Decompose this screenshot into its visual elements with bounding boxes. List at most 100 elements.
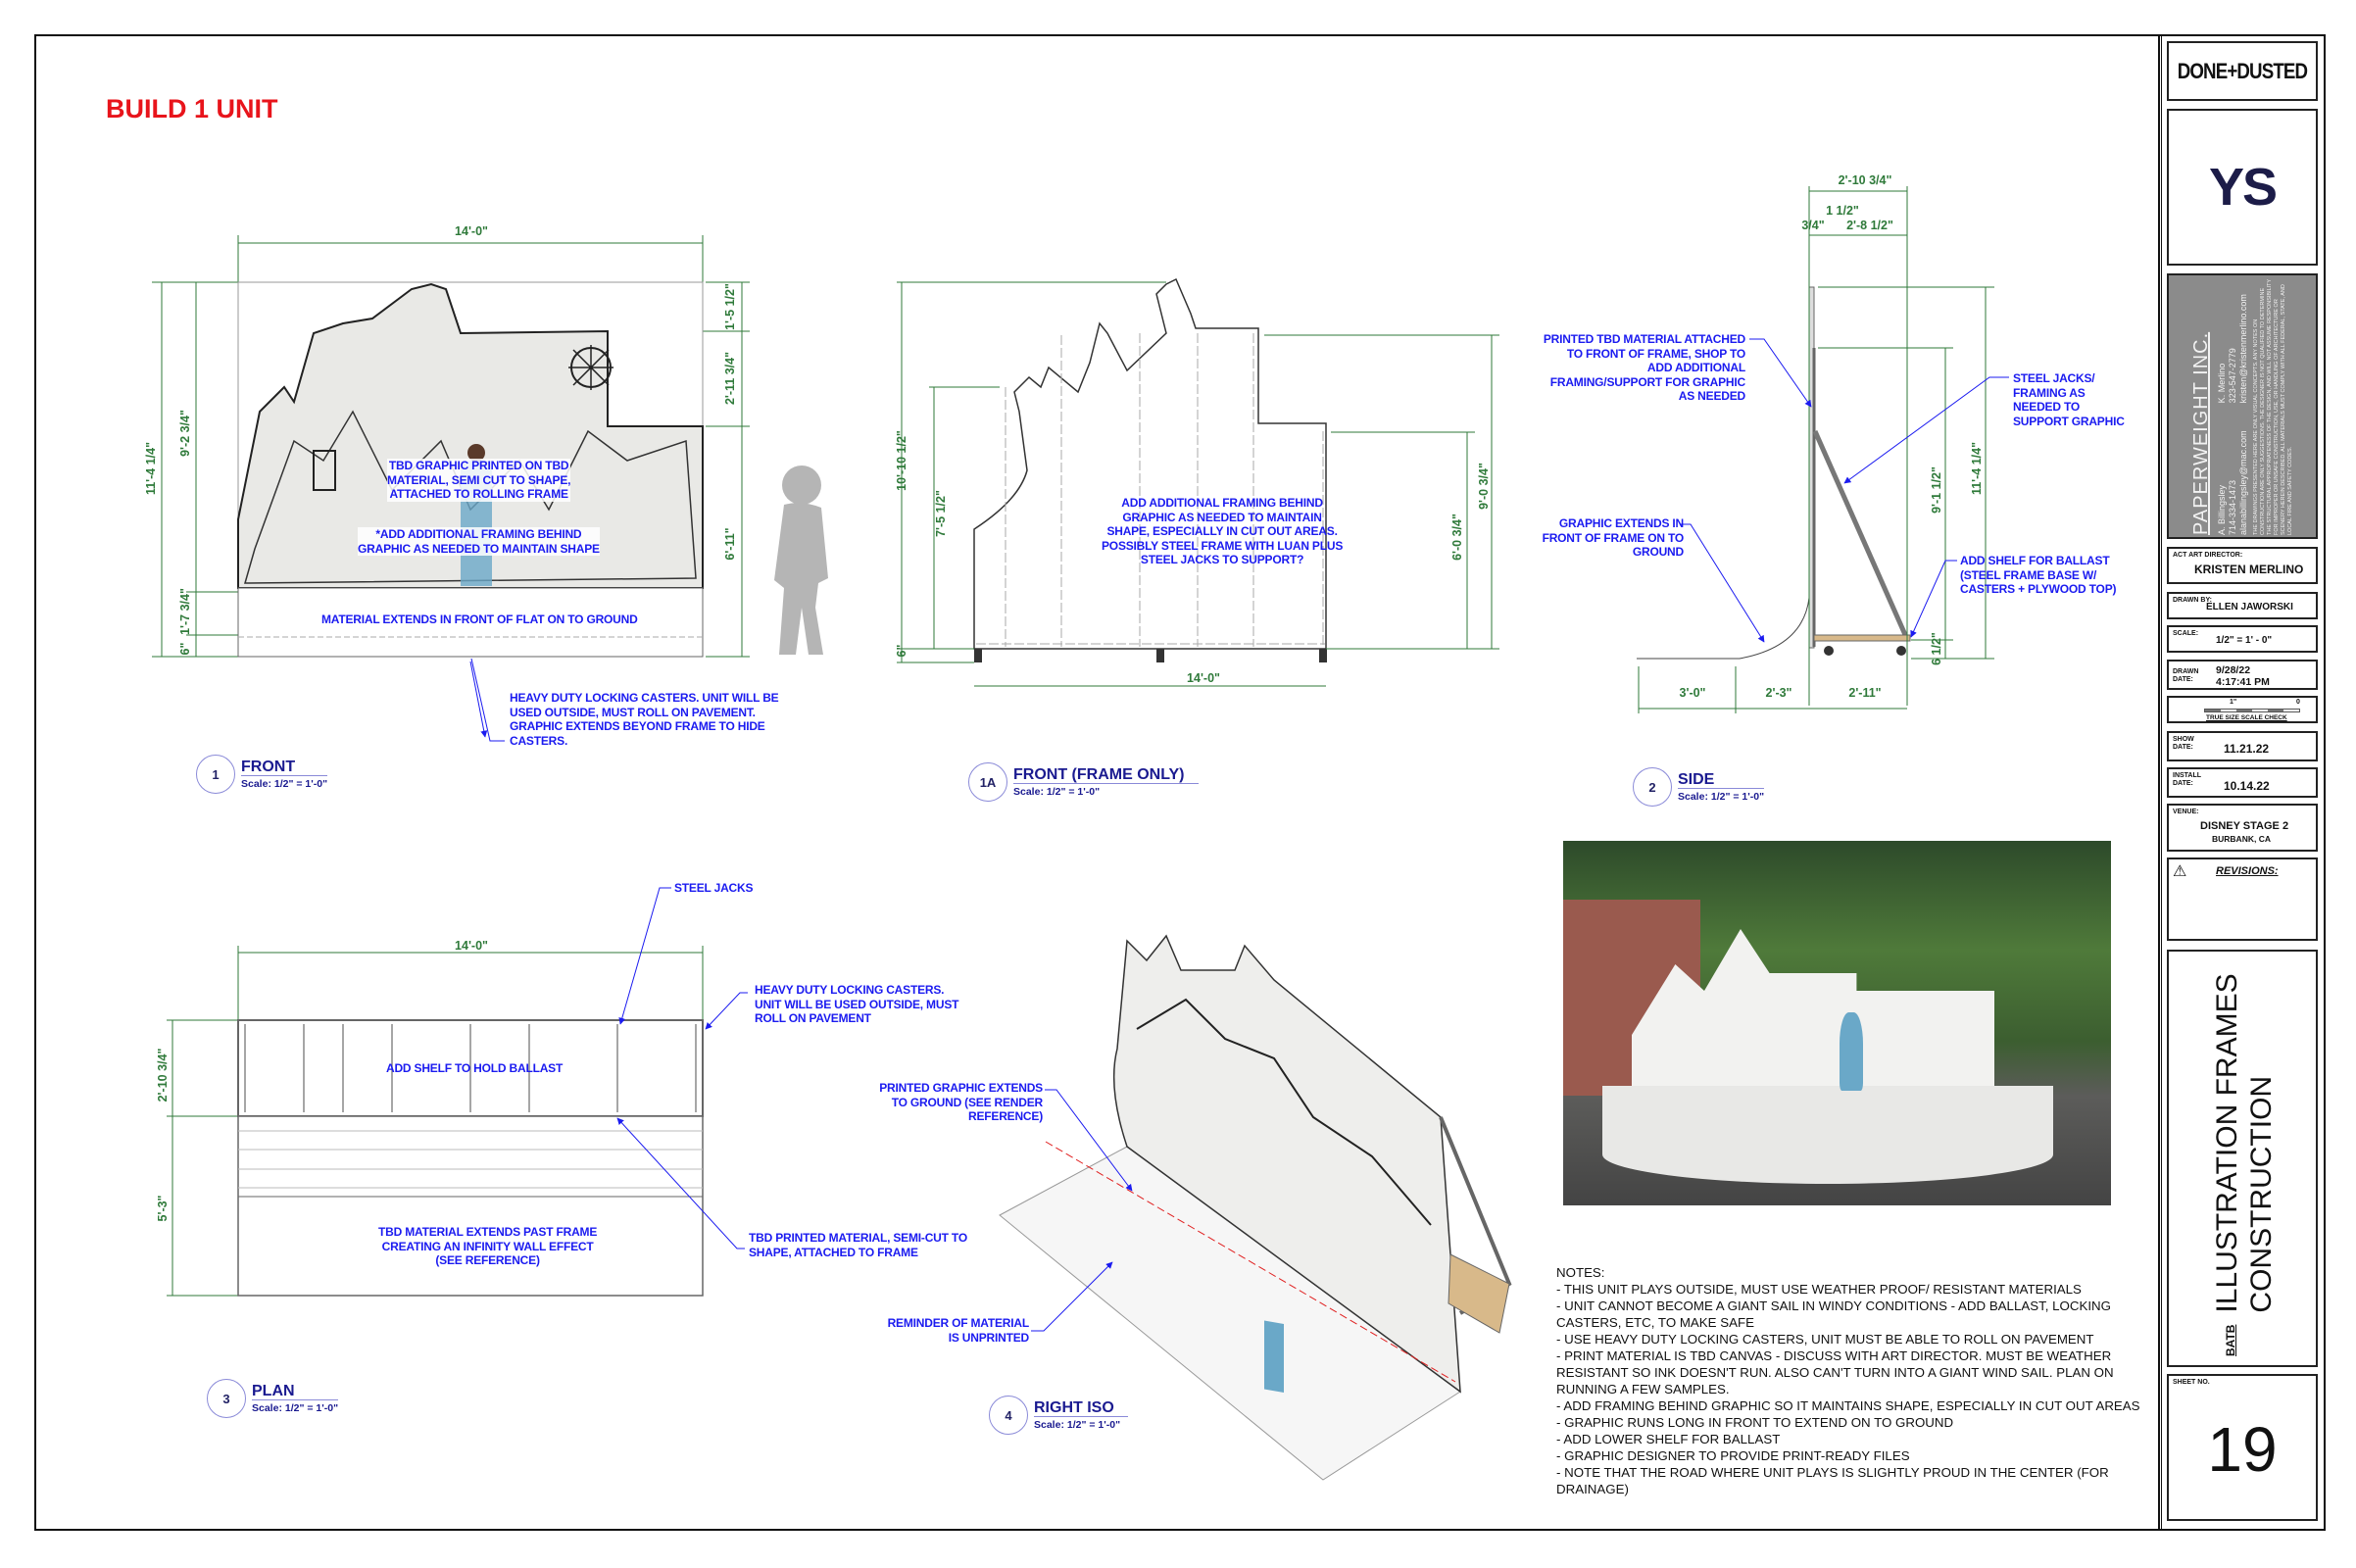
plan-note-casters: HEAVY DUTY LOCKING CASTERS. UNIT WILL BE…: [755, 983, 959, 1025]
side-dim-frame: 1 1/2": [1826, 204, 1859, 218]
contact-1-name: A. Billingsley: [2217, 484, 2227, 535]
front-dim-top-step: 1'-5 1/2": [723, 283, 737, 330]
warning-triangle-icon: ⚠: [2173, 863, 2187, 880]
side-dim-run-b: 2'-3": [1765, 686, 1792, 700]
frame-dim-caster: 6": [895, 644, 908, 658]
view-title: FRONT: [241, 759, 328, 776]
iso-note-unprinted: REMINDER OF MATERIAL IS UNPRINTED: [887, 1316, 1030, 1345]
plan-dim-width: 14'-0": [455, 939, 488, 953]
view-number: 1: [196, 755, 235, 794]
iso-note-extends: PRINTED GRAPHIC EXTENDS TO GROUND (SEE R…: [879, 1081, 1043, 1123]
scale-mark-1: 1": [2230, 699, 2237, 706]
field-label: ACT ART DIRECTOR:: [2173, 552, 2243, 559]
drawn-time-value: 4:17:41 PM: [2216, 676, 2270, 688]
note-item: - ADD FRAMING BEHIND GRAPHIC SO IT MAINT…: [1556, 1398, 2140, 1413]
side-dim-caster: 6 1/2": [1930, 632, 1943, 665]
plan-note-jacks: STEEL JACKS: [674, 881, 754, 895]
scale-check-label: TRUE SIZE SCALE CHECK: [2206, 714, 2287, 721]
plan-view-drawing: [167, 661, 748, 1297]
ys-logo-box: YS: [2167, 109, 2318, 266]
field-label: INSTALL DATE:: [2173, 772, 2202, 787]
field-label: DRAWN BY:: [2173, 597, 2212, 604]
plan-note-infinity: TBD MATERIAL EXTENDS PAST FRAME CREATING…: [378, 1225, 598, 1267]
view-number: 1A: [968, 762, 1007, 802]
front-note-framing: *ADD ADDITIONAL FRAMING BEHIND GRAPHIC A…: [358, 527, 600, 556]
drawn-date-box: DRAWN DATE: 9/28/22 4:17:41 PM: [2167, 660, 2318, 690]
contact-1-email: alanabillingsley@mac.com: [2238, 429, 2248, 535]
front-dim-width: 14'-0": [455, 224, 488, 238]
note-item: - NOTE THAT THE ROAD WHERE UNIT PLAYS IS…: [1556, 1465, 2109, 1496]
front-note-casters: HEAVY DUTY LOCKING CASTERS. UNIT WILL BE…: [510, 691, 779, 748]
side-dim-overall-height: 11'-4 1/4": [1970, 441, 1984, 496]
view-scale: Scale: 1/2" = 1'-0": [241, 778, 328, 790]
front-note-graphic: TBD GRAPHIC PRINTED ON TBD MATERIAL, SEM…: [387, 459, 571, 502]
plan-dim-ground-depth: 5'-3": [156, 1195, 170, 1222]
scale-check-bar: [2204, 709, 2300, 712]
note-item: - ADD LOWER SHELF FOR BALLAST: [1556, 1432, 1781, 1446]
front-view-drawing: [152, 235, 750, 658]
sheet-number: 19: [2207, 1414, 2278, 1485]
drawn-by-box: DRAWN BY: ELLEN JAWORSKI: [2167, 592, 2318, 619]
note-item: - USE HEAVY DUTY LOCKING CASTERS, UNIT M…: [1556, 1332, 2094, 1347]
sheet-header: BUILD 1 UNIT: [106, 94, 278, 123]
side-note-shelf: ADD SHELF FOR BALLAST (STEEL FRAME BASE …: [1960, 554, 2117, 596]
project-code: BATB: [2224, 1324, 2237, 1356]
view-title: FRONT (FRAME ONLY): [1013, 766, 1199, 784]
field-label: DRAWN DATE:: [2173, 668, 2199, 683]
sheet-number-box: SHEET NO. 19: [2167, 1374, 2318, 1521]
frame-dim-right-lower: 6'-0 3/4": [1450, 514, 1464, 561]
side-dim-jack-height: 9'-1 1/2": [1930, 466, 1943, 514]
view-scale: Scale: 1/2" = 1'-0": [1034, 1419, 1121, 1431]
note-item: - UNIT CANNOT BECOME A GIANT SAIL IN WIN…: [1556, 1298, 2111, 1330]
drawn-by-value: ELLEN JAWORSKI: [2206, 602, 2293, 612]
general-notes: NOTES: - THIS UNIT PLAYS OUTSIDE, MUST U…: [1556, 1264, 2144, 1497]
revisions-label: REVISIONS:: [2216, 865, 2279, 877]
side-dim-skin: 3/4": [1801, 219, 1825, 232]
field-label: SCALE:: [2173, 630, 2199, 637]
install-date-box: INSTALL DATE: 10.14.22: [2167, 767, 2318, 798]
view-title: RIGHT ISO: [1034, 1399, 1128, 1417]
scale-mark-0: 0: [2296, 699, 2300, 706]
side-view-drawing: [1637, 186, 2009, 713]
view-title: PLAN: [252, 1383, 339, 1400]
sheet-border: [34, 34, 2326, 1531]
front-dim-overall-height: 11'-4 1/4": [144, 441, 158, 496]
side-dim-run-c: 2'-11": [1848, 686, 1882, 700]
frame-dim-right-upper: 9'-0 3/4": [1477, 463, 1491, 510]
front-dim-graphic-height: 9'-2 3/4": [178, 410, 192, 457]
notes-heading: NOTES:: [1556, 1265, 1605, 1280]
venue-value: DISNEY STAGE 2: [2200, 820, 2289, 832]
front-dim-ground-run: 1'-7 3/4": [178, 588, 192, 635]
drawn-date-value: 9/28/22: [2216, 664, 2251, 676]
front-view-graphic: [237, 281, 704, 658]
frame-note: ADD ADDITIONAL FRAMING BEHIND GRAPHIC AS…: [1102, 496, 1344, 566]
view-scale: Scale: 1/2" = 1'-0": [252, 1402, 339, 1414]
contact-2-name: K. Merlino: [2217, 363, 2227, 403]
done-dusted-logo: DONE+DUSTED: [2177, 58, 2308, 83]
scale-value: 1/2" = 1' - 0": [2216, 635, 2273, 646]
contact-2-phone: 323-547-2779: [2228, 347, 2237, 403]
show-date-box: SHOW DATE: 11.21.22: [2167, 731, 2318, 761]
human-scale-silhouette: [774, 466, 828, 655]
frame-dim-left-height: 7'-5 1/2": [934, 490, 948, 537]
plan-dim-frame-depth: 2'-10 3/4": [156, 1048, 170, 1102]
contact-2-email: kristen@kristenmerlino.com: [2238, 293, 2248, 403]
venue-city: BURBANK, CA: [2212, 834, 2271, 844]
view-label-front: 1 FRONT Scale: 1/2" = 1'-0": [196, 755, 328, 794]
art-director-value: KRISTEN MERLINO: [2194, 563, 2304, 576]
render-reference-image: [1563, 841, 2111, 1205]
front-dim-low-step: 6'-11": [723, 527, 737, 561]
art-director-box: ACT ART DIRECTOR: KRISTEN MERLINO: [2167, 547, 2318, 584]
view-scale: Scale: 1/2" = 1'-0": [1013, 786, 1101, 798]
drawing-title-line-2: CONSTRUCTION: [2245, 1075, 2278, 1313]
view-label-plan: 3 PLAN Scale: 1/2" = 1'-0": [207, 1379, 339, 1418]
plan-note-shelf: ADD SHELF TO HOLD BALLAST: [386, 1061, 564, 1075]
client-logo-box: DONE+DUSTED: [2167, 41, 2318, 101]
note-item: - GRAPHIC RUNS LONG IN FRONT TO EXTEND O…: [1556, 1415, 1954, 1430]
view-number: 3: [207, 1379, 246, 1418]
title-block-divider: [2158, 34, 2162, 1531]
drawing-title-line-1: ILLUSTRATION FRAMES: [2211, 973, 2243, 1313]
